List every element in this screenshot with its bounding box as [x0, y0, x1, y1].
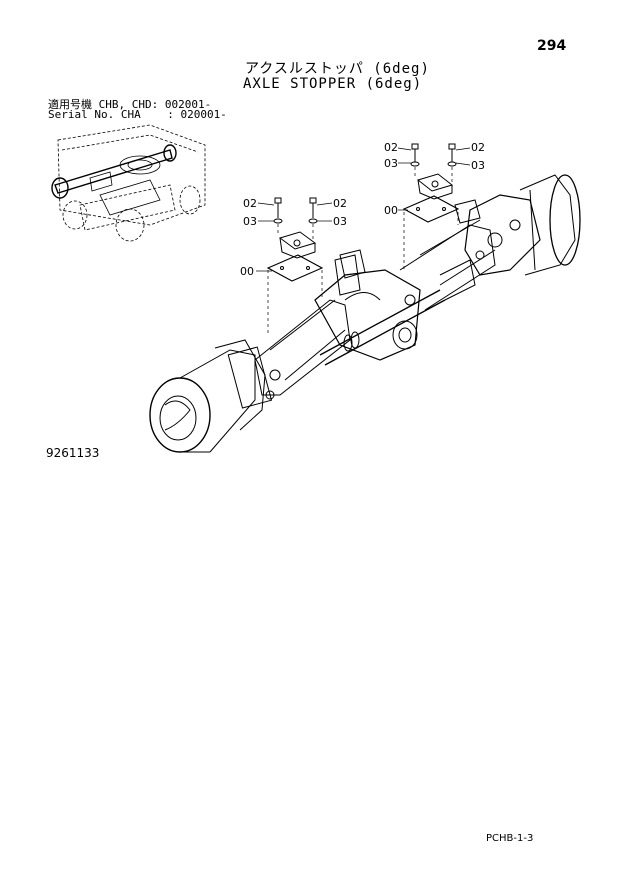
- machine-overview-thumbnail: [51, 124, 206, 242]
- callout-03-left-a: 03: [243, 215, 257, 228]
- left-stopper-group: [256, 197, 333, 335]
- serial-applicability-line-1: 適用号機 CHB, CHD: 002001-: [48, 98, 212, 111]
- callout-00-right: 00: [384, 204, 398, 217]
- callout-03-right-a: 03: [384, 157, 398, 170]
- page-number: 294: [537, 38, 567, 54]
- callout-02-left-a: 02: [243, 197, 257, 210]
- callout-02-right-a: 02: [384, 141, 398, 154]
- callout-02-left-b: 02: [333, 197, 347, 210]
- callout-03-left-b: 03: [333, 215, 347, 228]
- callout-02-right-b: 02: [471, 141, 485, 154]
- axle-assembly: [149, 174, 581, 453]
- title-english: AXLE STOPPER (6deg): [243, 76, 423, 92]
- serial-applicability-line-2: Serial No. CHA : 020001-: [48, 108, 227, 121]
- callout-03-right-b: 03: [471, 159, 485, 172]
- footer-code: PCHB-1-3: [486, 833, 534, 844]
- figure-code: 9261133: [46, 446, 100, 460]
- callout-00-left: 00: [240, 265, 254, 278]
- right-stopper-group: [397, 143, 471, 270]
- title-japanese: アクスルストッパ (6deg): [245, 61, 430, 77]
